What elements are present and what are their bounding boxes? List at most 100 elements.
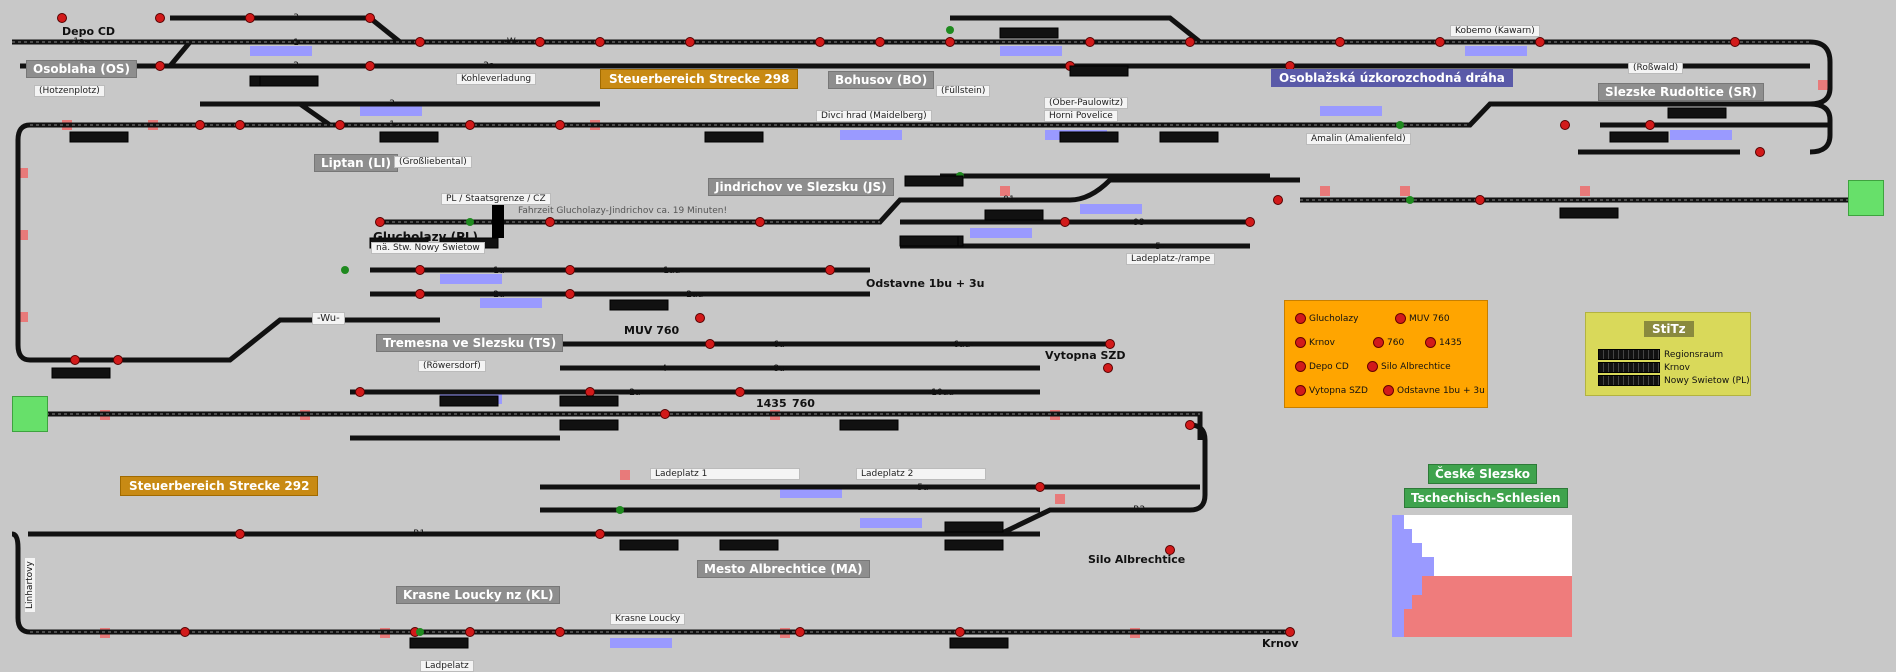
signal-icon: [1383, 385, 1394, 396]
exit-marker-east[interactable]: [1848, 180, 1884, 216]
signal-icon[interactable]: [1105, 339, 1115, 349]
signal-icon[interactable]: [365, 13, 375, 23]
signal-icon[interactable]: [695, 313, 705, 323]
rails: [11, 15, 1880, 635]
signal-icon[interactable]: [555, 627, 565, 637]
signal-icon[interactable]: [70, 355, 80, 365]
block-display: [984, 209, 1044, 221]
signal-icon[interactable]: [875, 37, 885, 47]
station-slezske-rudoltice[interactable]: Slezske Rudoltice (SR): [1598, 83, 1764, 101]
signal-icon[interactable]: [1273, 195, 1283, 205]
occupied-segment: [440, 274, 502, 284]
signal-icon[interactable]: [1730, 37, 1740, 47]
signal-icon[interactable]: [195, 120, 205, 130]
signal-icon[interactable]: [795, 627, 805, 637]
signal-icon[interactable]: [1285, 627, 1295, 637]
block-section-marker: [18, 230, 28, 240]
signal-icon[interactable]: [1560, 120, 1570, 130]
railway-osoblazska[interactable]: Osoblažská úzkorozchodná dráha: [1271, 69, 1513, 87]
signal-icon[interactable]: [545, 217, 555, 227]
signal-icon[interactable]: [1755, 147, 1765, 157]
block-display: [619, 539, 679, 551]
block-section-marker: [18, 312, 28, 322]
signal-icon[interactable]: [1475, 195, 1485, 205]
legend-item: Glucholazy: [1309, 313, 1359, 324]
signal-icon: [1295, 337, 1306, 348]
signal-icon[interactable]: [155, 13, 165, 23]
occupied-segment: [360, 106, 422, 116]
signal-icon[interactable]: [245, 13, 255, 23]
signal-icon[interactable]: [1435, 37, 1445, 47]
signal-icon[interactable]: [57, 13, 67, 23]
signal-icon[interactable]: [755, 217, 765, 227]
signal-icon[interactable]: [685, 37, 695, 47]
signal-icon[interactable]: [235, 120, 245, 130]
border-marker: [492, 204, 504, 238]
signal-icon[interactable]: [113, 355, 123, 365]
signal-icon[interactable]: [180, 627, 190, 637]
signal-green-icon[interactable]: [1396, 121, 1404, 129]
signal-green-icon[interactable]: [946, 26, 954, 34]
block-display: [1609, 131, 1669, 143]
label-fullstein: (Füllstein): [936, 85, 991, 97]
signal-icon: [1395, 313, 1406, 324]
signal-icon[interactable]: [1165, 545, 1175, 555]
label-ober-paulowitz: (Ober-Paulowitz): [1044, 97, 1129, 109]
signal-icon[interactable]: [235, 529, 245, 539]
signal-green-icon[interactable]: [1406, 196, 1414, 204]
signal-icon[interactable]: [585, 387, 595, 397]
signal-icon[interactable]: [1103, 363, 1113, 373]
signal-icon[interactable]: [375, 217, 385, 227]
signal-icon[interactable]: [815, 37, 825, 47]
signal-icon[interactable]: [660, 409, 670, 419]
signal-icon[interactable]: [595, 37, 605, 47]
signal-icon[interactable]: [1185, 420, 1195, 430]
block-display: [609, 299, 669, 311]
signal-icon[interactable]: [415, 265, 425, 275]
signal-icon[interactable]: [945, 37, 955, 47]
signal-icon[interactable]: [1085, 37, 1095, 47]
signal-green-icon[interactable]: [466, 218, 474, 226]
signal-icon[interactable]: [1535, 37, 1545, 47]
signal-icon[interactable]: [955, 627, 965, 637]
signal-icon[interactable]: [465, 120, 475, 130]
signal-green-icon[interactable]: [341, 266, 349, 274]
station-jindrichov[interactable]: Jindrichov ve Slezsku (JS): [708, 178, 894, 196]
signal-icon[interactable]: [1060, 217, 1070, 227]
signal-icon: [1295, 385, 1306, 396]
signal-green-icon[interactable]: [616, 506, 624, 514]
area-strecke-292[interactable]: Steuerbereich Strecke 292: [120, 476, 319, 496]
signal-green-icon[interactable]: [416, 628, 424, 636]
area-strecke-298[interactable]: Steuerbereich Strecke 298: [600, 69, 799, 89]
signal-icon[interactable]: [155, 61, 165, 71]
signal-icon[interactable]: [735, 387, 745, 397]
signal-icon[interactable]: [1035, 482, 1045, 492]
signal-icon[interactable]: [595, 529, 605, 539]
track-2u: -2u-: [490, 290, 508, 300]
station-osoblaha[interactable]: Osoblaha (OS): [26, 60, 138, 78]
signal-icon[interactable]: [415, 289, 425, 299]
station-liptan[interactable]: Liptan (LI): [314, 154, 398, 172]
signal-icon[interactable]: [415, 37, 425, 47]
station-bohusov[interactable]: Bohusov (BO): [828, 71, 935, 89]
signal-icon[interactable]: [465, 627, 475, 637]
label-ladeplatz-rampe: Ladeplatz-/rampe: [1126, 253, 1216, 265]
signal-icon[interactable]: [365, 61, 375, 71]
signal-icon[interactable]: [1645, 120, 1655, 130]
signal-icon[interactable]: [1185, 37, 1195, 47]
signal-icon[interactable]: [555, 120, 565, 130]
signal-icon[interactable]: [335, 120, 345, 130]
exit-marker-west[interactable]: [12, 396, 48, 432]
station-tremesna[interactable]: Tremesna ve Slezsku (TS): [376, 334, 564, 352]
signal-icon[interactable]: [825, 265, 835, 275]
station-krasne-loucky[interactable]: Krasne Loucky nz (KL): [396, 586, 561, 604]
signal-icon[interactable]: [1245, 217, 1255, 227]
signal-icon[interactable]: [565, 289, 575, 299]
station-mesto-albrechtice[interactable]: Mesto Albrechtice (MA): [697, 560, 870, 578]
legend-item: Odstavne 1bu + 3u: [1397, 385, 1485, 396]
signal-icon[interactable]: [1335, 37, 1345, 47]
signal-icon[interactable]: [355, 387, 365, 397]
signal-icon[interactable]: [565, 265, 575, 275]
signal-icon[interactable]: [705, 339, 715, 349]
signal-icon[interactable]: [535, 37, 545, 47]
